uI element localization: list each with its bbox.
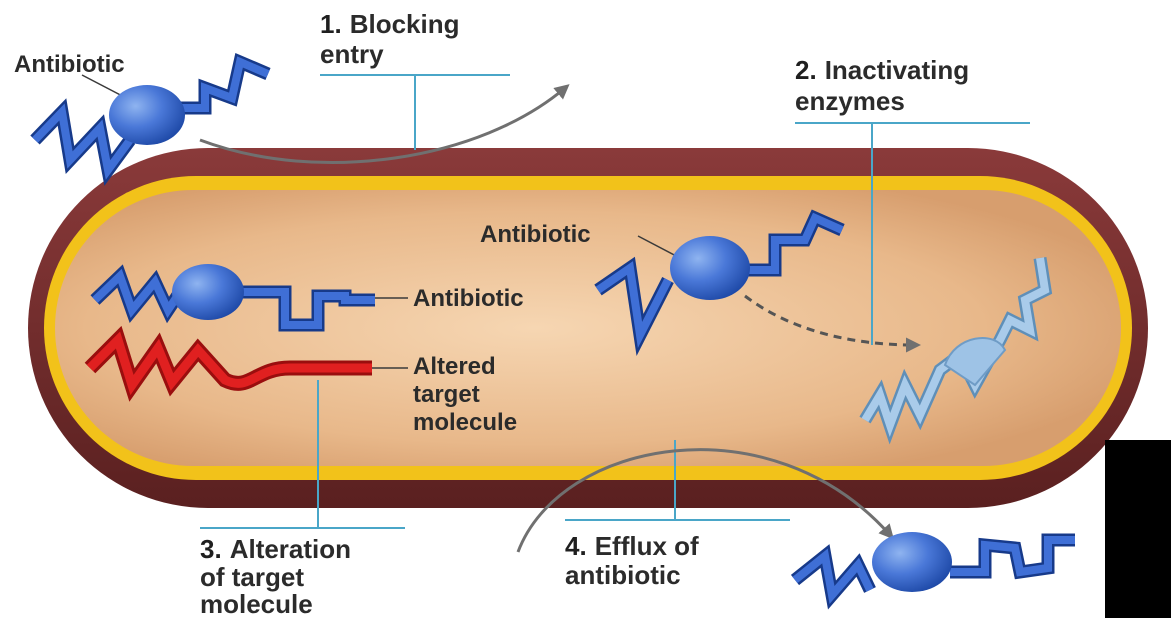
mechanism-1-line1: Blocking <box>350 9 460 39</box>
mechanism-2-number: 2. <box>795 55 817 85</box>
mechanism-2-line2: enzymes <box>795 86 905 116</box>
antibiotic-ball <box>109 85 185 145</box>
mechanism-3-label: 3. Alteration of target molecule <box>200 534 351 618</box>
mechanism-1-line2: entry <box>320 39 384 69</box>
label-antibiotic-inner-right: Antibiotic <box>480 221 591 248</box>
mechanism-1-number: 1. <box>320 9 342 39</box>
mechanism-4-label: 4. Efflux of antibiotic <box>565 531 699 590</box>
mechanism-3-number: 3. <box>200 534 222 564</box>
mechanism-4-line1: Efflux of <box>595 531 699 561</box>
black-block <box>1105 440 1171 618</box>
mechanism-3-line3: molecule <box>200 589 313 618</box>
label-altered-target-line3: molecule <box>413 409 517 436</box>
svg-text:2.Inactivating: 2. Inactivating <box>795 55 969 85</box>
mechanism-2-line1: Inactivating <box>825 55 969 85</box>
bacterial-cell <box>28 148 1148 508</box>
mechanism-3-line1: Alteration <box>230 534 351 564</box>
mechanism-1-label: 1. Blocking entry <box>320 9 459 69</box>
svg-text:4.Efflux of: 4. Efflux of <box>565 531 699 561</box>
mechanism-4-line2: antibiotic <box>565 560 681 590</box>
antibiotic-molecule-efflux <box>795 532 1075 595</box>
label-altered-target-line2: target <box>413 381 480 408</box>
label-antibiotic-inner-left: Antibiotic <box>413 285 524 312</box>
antibiotic-ball <box>172 264 244 320</box>
label-altered-target-line1: Altered <box>413 353 496 380</box>
label-antibiotic-outside: Antibiotic <box>14 51 125 78</box>
antibiotic-ball <box>872 532 952 592</box>
mechanism-2-label: 2. Inactivating enzymes <box>795 55 969 116</box>
svg-text:1.Blocking: 1. Blocking <box>320 9 459 39</box>
antibiotic-ball <box>670 236 750 300</box>
svg-text:3.Alteration: 3. Alteration <box>200 534 351 564</box>
mechanism-3-line2: of target <box>200 562 304 592</box>
mechanism-4-number: 4. <box>565 531 587 561</box>
